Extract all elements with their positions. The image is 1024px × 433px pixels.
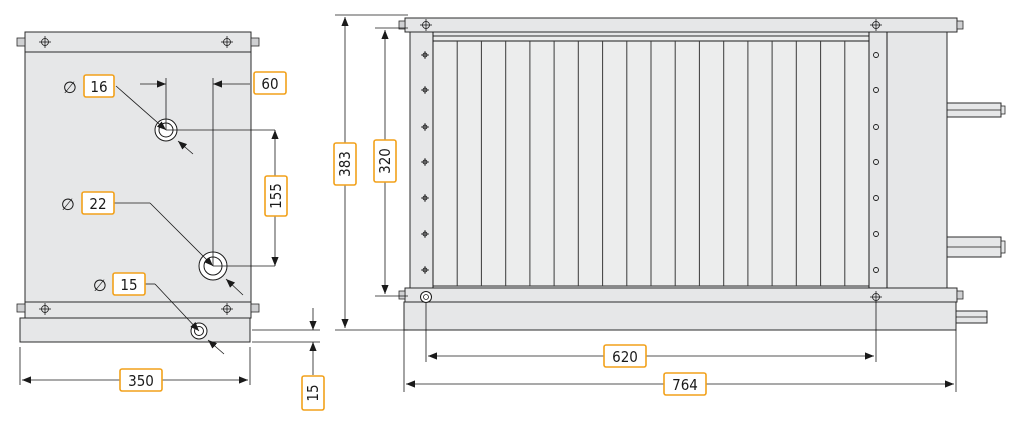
stud-icon bbox=[250, 37, 260, 47]
bolt-icon bbox=[870, 291, 882, 303]
stud-icon bbox=[956, 20, 964, 30]
bolt-icon bbox=[421, 266, 429, 274]
dimension-value: 383 bbox=[336, 151, 354, 177]
side-bottom-rail bbox=[24, 301, 252, 319]
stud-icon bbox=[16, 37, 26, 47]
side-base-plate bbox=[19, 317, 251, 343]
bolt-icon bbox=[873, 52, 879, 58]
side-view bbox=[16, 31, 320, 385]
dimension-value: 350 bbox=[128, 372, 154, 390]
stud-icon bbox=[250, 303, 260, 313]
bolt-icon bbox=[873, 87, 879, 93]
front-view bbox=[335, 14, 1006, 392]
bolt-icon bbox=[421, 230, 429, 238]
dimension-value: 155 bbox=[267, 183, 285, 209]
front-base-plate bbox=[403, 301, 957, 331]
stud-icon bbox=[956, 290, 964, 300]
bolt-icon bbox=[221, 303, 233, 315]
bolt-icon bbox=[873, 267, 879, 273]
bolt-icon bbox=[421, 51, 429, 59]
dimension-value: 60 bbox=[261, 75, 278, 93]
dimension-label-320: 320 bbox=[373, 139, 397, 183]
side-bolts bbox=[421, 51, 879, 274]
pipe-diameter-value: 22 bbox=[89, 195, 106, 213]
dimension-label-383: 383 bbox=[333, 142, 357, 186]
pipe-stub-upper bbox=[946, 102, 1006, 118]
bolt-icon bbox=[39, 36, 51, 48]
dimension-label-350: 350 bbox=[119, 368, 163, 392]
diameter-symbol: ∅ bbox=[63, 78, 77, 97]
dimension-value: 764 bbox=[672, 376, 698, 394]
dimension-value: 620 bbox=[612, 348, 638, 366]
bolt-icon bbox=[421, 158, 429, 166]
pipe-connection-bottom bbox=[145, 283, 225, 355]
stud-icon bbox=[16, 303, 26, 313]
diameter-symbol: ∅ bbox=[61, 195, 75, 214]
bolt-icon bbox=[873, 124, 879, 130]
dimension-value: 320 bbox=[376, 148, 394, 174]
diameter-label-15: ∅ 15 bbox=[93, 272, 146, 296]
stud-icon bbox=[398, 20, 406, 30]
diameter-label-16: ∅ 16 bbox=[63, 74, 115, 98]
dimension-label-15-foot: 15 bbox=[301, 375, 325, 411]
pipe-diameter-value: 16 bbox=[90, 78, 107, 96]
bolt-icon bbox=[420, 19, 432, 31]
dimension-label-620: 620 bbox=[603, 344, 647, 368]
dimension-label-60: 60 bbox=[253, 71, 287, 95]
fins bbox=[456, 41, 846, 286]
dimension-value: 15 bbox=[304, 384, 322, 401]
pipe-stub-bottom bbox=[955, 310, 988, 324]
bolt-icon bbox=[420, 291, 432, 303]
bolt-icon bbox=[221, 36, 233, 48]
bolt-icon bbox=[873, 159, 879, 165]
dimension-label-155: 155 bbox=[264, 175, 288, 217]
bolt-icon bbox=[421, 123, 429, 131]
bolt-icon bbox=[421, 86, 429, 94]
bolt-icon bbox=[873, 195, 879, 201]
diameter-label-22: ∅ 22 bbox=[61, 191, 115, 215]
side-top-rail bbox=[24, 31, 252, 53]
bolt-icon bbox=[421, 194, 429, 202]
pipe-stub-lower bbox=[946, 236, 1006, 258]
stud-icon bbox=[398, 290, 406, 300]
diameter-symbol: ∅ bbox=[93, 276, 107, 295]
bolt-icon bbox=[873, 231, 879, 237]
pipe-diameter-value: 15 bbox=[120, 276, 137, 294]
bolt-icon bbox=[870, 19, 882, 31]
dimension-label-764: 764 bbox=[663, 372, 707, 396]
bolt-icon bbox=[39, 303, 51, 315]
